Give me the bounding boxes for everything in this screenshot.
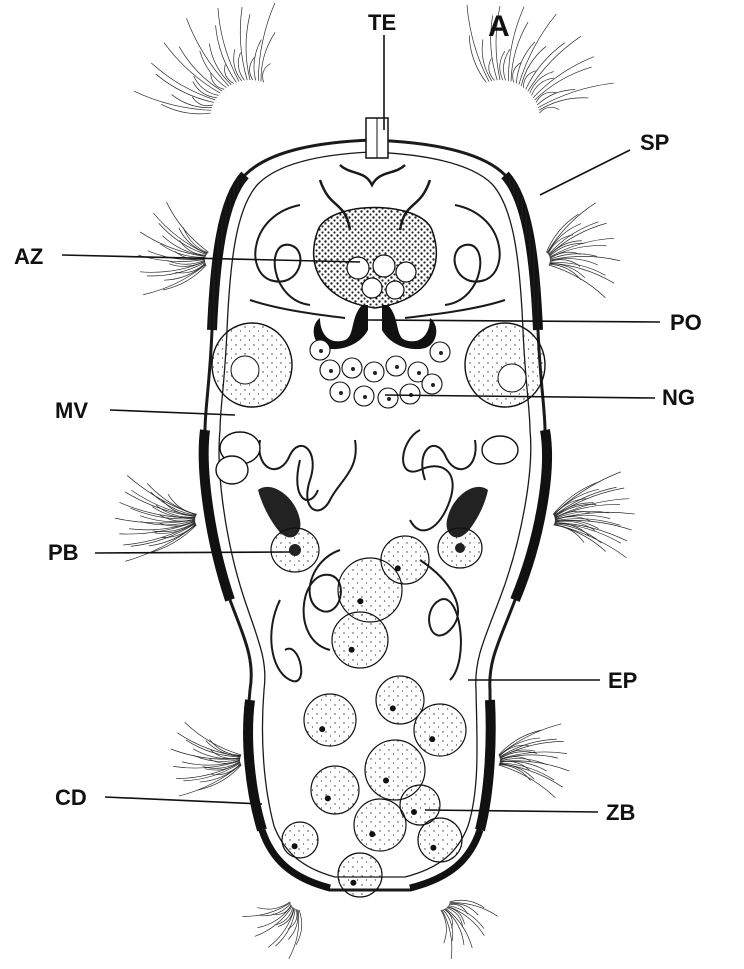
large-cell: [282, 822, 318, 858]
sp-leader: [540, 150, 630, 195]
cell-nucleus: [395, 565, 401, 571]
ganglion-nucleus: [417, 371, 421, 375]
cilium: [519, 14, 557, 85]
cilium: [258, 3, 275, 81]
ganglion-nucleus: [363, 395, 367, 399]
cell-nucleus: [325, 795, 331, 801]
cilium: [161, 104, 210, 113]
apical-organ: [314, 118, 437, 308]
labels: A TE SP AZ PO MV NG PB EP CD ZB: [14, 10, 702, 825]
cilium: [147, 483, 196, 514]
ganglion-nucleus: [439, 351, 443, 355]
large-cell: [414, 704, 466, 756]
ganglion-cells: [310, 340, 450, 408]
ganglion-nucleus: [395, 365, 399, 369]
zb-leader: [425, 810, 598, 812]
label-mv: MV: [55, 398, 88, 423]
cell-nucleus: [429, 736, 435, 742]
cilium: [234, 49, 242, 81]
cilium: [500, 761, 569, 771]
lateral-dark-organs: [216, 432, 518, 537]
pigment-organ: [314, 305, 437, 349]
cell-nucleus: [292, 843, 298, 849]
label-zb: ZB: [606, 800, 635, 825]
cilium: [216, 25, 237, 82]
ganglion-nucleus: [373, 371, 377, 375]
cilium: [526, 43, 565, 90]
ganglion-nucleus: [431, 383, 435, 387]
ganglion-nucleus: [351, 367, 355, 371]
ganglion-nucleus: [339, 391, 343, 395]
cilium: [445, 909, 464, 945]
ganglion-nucleus: [387, 397, 391, 401]
large-cell: [332, 612, 388, 668]
cilium: [469, 35, 486, 82]
cilium: [547, 203, 596, 253]
cilium: [508, 7, 524, 81]
cilium: [177, 733, 240, 757]
cilium: [143, 264, 206, 294]
label-te: TE: [368, 10, 396, 35]
cilium: [441, 910, 447, 943]
cell-nucleus: [383, 778, 389, 784]
label-cd: CD: [55, 785, 87, 810]
label-az: AZ: [14, 244, 43, 269]
label-ep: EP: [608, 668, 637, 693]
leader-lines: [62, 35, 660, 812]
cilium: [254, 40, 261, 81]
large-cell: [311, 766, 359, 814]
po-leader: [368, 320, 660, 322]
cilium: [166, 202, 208, 252]
ganglion-nucleus: [329, 369, 333, 373]
cilium: [536, 92, 556, 102]
cilium: [555, 523, 621, 543]
ganglion-nucleus: [319, 349, 323, 353]
cilium: [537, 90, 575, 105]
large-cell: [376, 676, 424, 724]
cd-leader: [105, 797, 262, 804]
cell-nucleus: [349, 647, 355, 653]
cilium: [242, 903, 290, 917]
cell-nucleus: [430, 845, 436, 851]
label-pb: PB: [48, 540, 79, 565]
large-cell: [354, 799, 406, 851]
cilium: [539, 98, 589, 111]
cilium: [263, 64, 271, 83]
label-sp: SP: [640, 130, 669, 155]
label-ng: NG: [662, 385, 695, 410]
cilium: [442, 910, 452, 959]
cell-nucleus: [369, 831, 375, 837]
label-po: PO: [670, 310, 702, 335]
cilium: [549, 265, 606, 298]
cell-nucleus: [357, 598, 363, 604]
cilium: [194, 76, 219, 95]
cell-nucleus: [350, 880, 356, 886]
large-cell: [418, 818, 462, 862]
cilium: [125, 525, 196, 562]
cilium: [550, 256, 620, 260]
cilium: [499, 764, 562, 788]
cilium: [535, 67, 592, 100]
cilium: [538, 83, 614, 108]
cell-nucleus: [411, 809, 417, 815]
cilium: [553, 472, 620, 515]
cilium: [554, 524, 626, 557]
large-cell: [338, 853, 382, 897]
cell-nucleus: [319, 726, 325, 732]
large-cell: [381, 536, 429, 584]
mv-leader: [110, 410, 235, 415]
figure-label: A: [488, 10, 510, 43]
cell-nucleus: [390, 705, 396, 711]
cilium: [171, 749, 240, 759]
cilium: [547, 224, 581, 254]
cilium: [156, 74, 214, 102]
pb-leader: [95, 552, 290, 553]
large-cell: [304, 694, 356, 746]
cilium: [550, 238, 614, 257]
cilium: [186, 18, 228, 86]
cilium: [257, 902, 290, 909]
